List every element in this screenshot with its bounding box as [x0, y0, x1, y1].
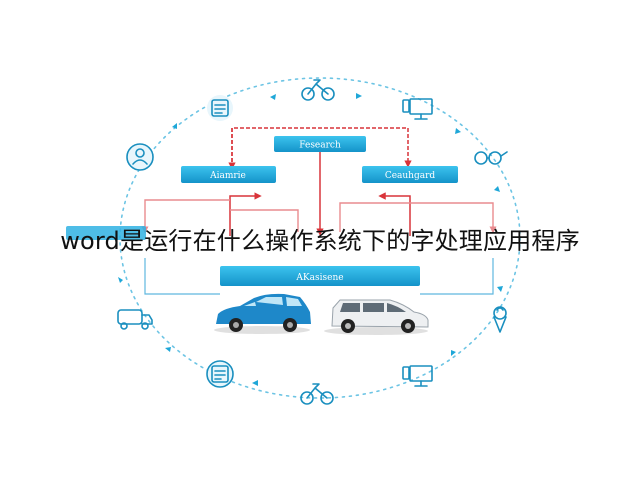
monitor-icon: [402, 98, 433, 120]
flow-arrows: [141, 127, 497, 236]
document-icon: [206, 360, 234, 388]
box-bottom-label: AKasisene: [295, 273, 343, 283]
bottom-frame: [144, 258, 494, 295]
box-right-label: Ceauhgard: [385, 171, 436, 181]
box-top: Fesearch: [274, 136, 366, 152]
checklist-icon: [207, 95, 233, 121]
box-top-label: Fesearch: [299, 141, 341, 151]
user-icon: [126, 143, 154, 171]
glasses-icon: [474, 151, 508, 165]
ring-arrows: [118, 93, 503, 386]
box-side-left: [66, 226, 146, 240]
white-car-image: [324, 299, 429, 335]
blue-car-image: [214, 293, 311, 334]
box-bottom: AKasisene: [220, 266, 420, 286]
page-caption: word是运行在什么操作系统下的字处理应用程序: [60, 227, 580, 255]
bicycle-icon: [301, 79, 335, 101]
box-left-label: Aiamrie: [209, 171, 246, 181]
van-icon: [117, 309, 153, 330]
box-left: Aiamrie: [181, 166, 276, 183]
ice-cream-icon: [493, 306, 507, 333]
monitor-icon: [402, 365, 433, 387]
bicycle-icon: [300, 383, 334, 405]
box-right: Ceauhgard: [362, 166, 458, 183]
